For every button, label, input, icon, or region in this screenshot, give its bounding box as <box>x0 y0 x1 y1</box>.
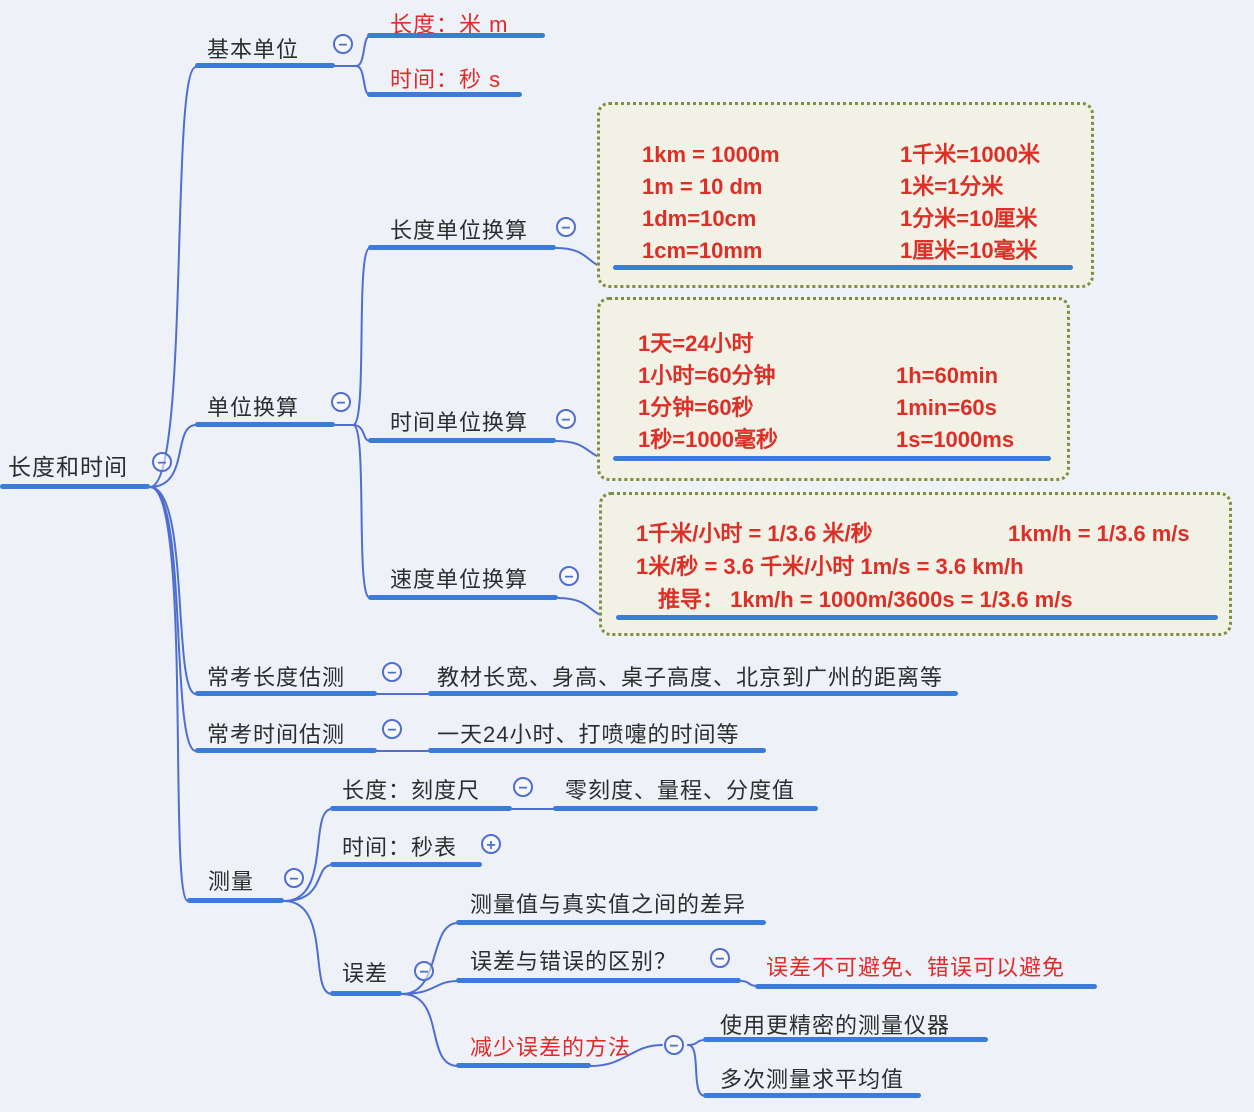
time-base-unit-node[interactable]: 时间：秒 s <box>390 67 502 92</box>
length-tool-detail[interactable]: 零刻度、量程、分度值 <box>565 778 796 803</box>
basic-units-node[interactable]: 基本单位 <box>207 37 300 62</box>
length-conversion-node[interactable]: 长度单位换算 <box>390 218 529 243</box>
box-cell-cn: 1厘米=10毫米 <box>900 238 1038 263</box>
time-conversion-collapse-icon[interactable]: − <box>556 409 576 429</box>
error-node[interactable]: 误差 <box>342 961 389 986</box>
error-difference-collapse-icon[interactable]: − <box>710 948 730 968</box>
length-base-unit-node[interactable]: 长度：米 m <box>390 12 509 37</box>
box-underline <box>616 615 1218 620</box>
length-tool-collapse-icon[interactable]: − <box>513 777 533 797</box>
box-line: 推导： 1km/h = 1000m/3600s = 1/3.6 m/s <box>636 583 1229 616</box>
reduce-error-collapse-icon[interactable]: − <box>664 1035 684 1055</box>
reduce-method-node[interactable]: 多次测量求平均值 <box>720 1067 905 1092</box>
length-estimation-node[interactable]: 常考长度估测 <box>207 665 346 690</box>
box-underline <box>613 456 1051 461</box>
error-difference-underline <box>456 978 741 983</box>
measurement-node[interactable]: 测量 <box>208 869 255 894</box>
box-line: 1米/秒 = 3.6 千米/小时 1m/s = 3.6 km/h <box>636 550 1229 583</box>
speed-conversion-node[interactable]: 速度单位换算 <box>390 567 529 592</box>
box-cell-en: 1dm=10cm <box>642 206 757 231</box>
root-node[interactable]: 长度和时间 <box>8 454 128 480</box>
unit-conversion-node[interactable]: 单位换算 <box>207 395 300 420</box>
box-cell-cn: 1秒=1000毫秒 <box>638 427 779 452</box>
length-estimation-collapse-icon[interactable]: − <box>382 662 402 682</box>
error-difference-node[interactable]: 误差与错误的区别？ <box>470 949 678 974</box>
length-estimation-detail[interactable]: 教材长宽、身高、桌子高度、北京到广州的距离等 <box>437 665 944 690</box>
reduce-method-node[interactable]: 使用更精密的测量仪器 <box>720 1013 951 1038</box>
time-estimation-detail[interactable]: 一天24小时、打喷嚏的时间等 <box>437 722 740 747</box>
box-row: 1分钟=60秒 1min=60s <box>638 392 1067 424</box>
box-cell-en: 1m = 10 dm <box>642 174 763 199</box>
error-collapse-icon[interactable]: − <box>414 961 434 981</box>
box-row: 1秒=1000毫秒 1s=1000ms <box>638 424 1067 456</box>
error-difference-detail-underline <box>755 984 1097 989</box>
box-cell-cn: 1米/秒 = 3.6 千米/小时 1m/s = 3.6 km/h <box>636 554 1024 579</box>
length-conversion-underline <box>368 245 556 250</box>
time-tool-node[interactable]: 时间：秒表 <box>342 835 458 860</box>
box-line: 1千米/小时 = 1/3.6 米/秒 1km/h = 1/3.6 m/s <box>636 517 1229 550</box>
box-cell-cn: 1小时=60分钟 <box>638 363 776 388</box>
box-cell-cn: 1分钟=60秒 <box>638 395 754 420</box>
length-estimation-underline <box>195 691 377 696</box>
length-base-unit-underline <box>367 33 545 38</box>
length-tool-node[interactable]: 长度：刻度尺 <box>342 778 481 803</box>
root-collapse-icon[interactable]: − <box>152 452 172 472</box>
box-cell-en: 1cm=10mm <box>642 238 763 263</box>
reduce-method-underline <box>703 1093 921 1098</box>
time-estimation-underline <box>195 748 377 753</box>
box-row: 1m = 10 dm 1米=1分米 <box>642 171 1091 203</box>
box-cell-en: 1min=60s <box>896 395 997 420</box>
basic-units-collapse-icon[interactable]: − <box>333 34 353 54</box>
unit-conversion-underline <box>195 422 335 427</box>
error-definition-node[interactable]: 测量值与真实值之间的差异 <box>470 892 747 917</box>
box-cell-cn: 1千米=1000米 <box>900 142 1041 167</box>
box-row: 1cm=10mm 1厘米=10毫米 <box>642 235 1091 267</box>
time-conversion-node[interactable]: 时间单位换算 <box>390 410 529 435</box>
length-conversion-box[interactable]: 1km = 1000m 1千米=1000米 1m = 10 dm 1米=1分米 … <box>597 102 1094 288</box>
box-row: 1km = 1000m 1千米=1000米 <box>642 139 1091 171</box>
box-row: 1dm=10cm 1分米=10厘米 <box>642 203 1091 235</box>
box-row: 1天=24小时 <box>638 328 1067 360</box>
error-definition-underline <box>456 920 766 925</box>
box-cell-cn: 1分米=10厘米 <box>900 206 1038 231</box>
box-cell-en: 1h=60min <box>896 363 999 388</box>
length-tool-detail-underline <box>553 806 818 811</box>
measurement-underline <box>187 898 284 903</box>
box-cell-cn: 推导： 1km/h = 1000m/3600s = 1/3.6 m/s <box>658 587 1073 612</box>
speed-conversion-box[interactable]: 1千米/小时 = 1/3.6 米/秒 1km/h = 1/3.6 m/s 1米/… <box>599 492 1232 636</box>
reduce-method-underline <box>703 1037 988 1042</box>
box-cell-cn: 1千米/小时 = 1/3.6 米/秒 <box>636 521 873 546</box>
box-cell-cn: 1米=1分米 <box>900 174 1004 199</box>
speed-conversion-underline <box>368 595 558 600</box>
speed-conversion-collapse-icon[interactable]: − <box>559 566 579 586</box>
length-tool-underline <box>330 806 512 811</box>
reduce-error-underline <box>456 1063 591 1068</box>
time-conversion-underline <box>368 438 556 443</box>
box-cell-en: 1s=1000ms <box>896 427 1015 452</box>
error-difference-detail[interactable]: 误差不可避免、错误可以避免 <box>766 955 1066 980</box>
time-conversion-box[interactable]: 1天=24小时 1小时=60分钟 1h=60min 1分钟=60秒 1min=6… <box>597 297 1070 481</box>
box-cell-cn: 1天=24小时 <box>638 331 754 356</box>
basic-units-underline <box>195 63 335 68</box>
time-tool-underline <box>330 862 482 867</box>
unit-conversion-collapse-icon[interactable]: − <box>331 392 351 412</box>
time-estimation-detail-underline <box>428 748 766 753</box>
time-estimation-collapse-icon[interactable]: − <box>382 719 402 739</box>
box-row: 1小时=60分钟 1h=60min <box>638 360 1067 392</box>
error-underline <box>330 991 402 996</box>
root-underline <box>0 484 150 489</box>
length-estimation-detail-underline <box>428 691 958 696</box>
reduce-error-node[interactable]: 减少误差的方法 <box>470 1035 632 1060</box>
length-conversion-collapse-icon[interactable]: − <box>556 217 576 237</box>
time-estimation-node[interactable]: 常考时间估测 <box>207 722 346 747</box>
box-underline <box>613 265 1073 270</box>
time-base-unit-underline <box>367 92 522 97</box>
time-tool-expand-icon[interactable]: + <box>481 834 501 854</box>
box-cell-en: 1km/h = 1/3.6 m/s <box>1008 521 1190 546</box>
box-cell-en: 1km = 1000m <box>642 142 780 167</box>
measurement-collapse-icon[interactable]: − <box>284 868 304 888</box>
